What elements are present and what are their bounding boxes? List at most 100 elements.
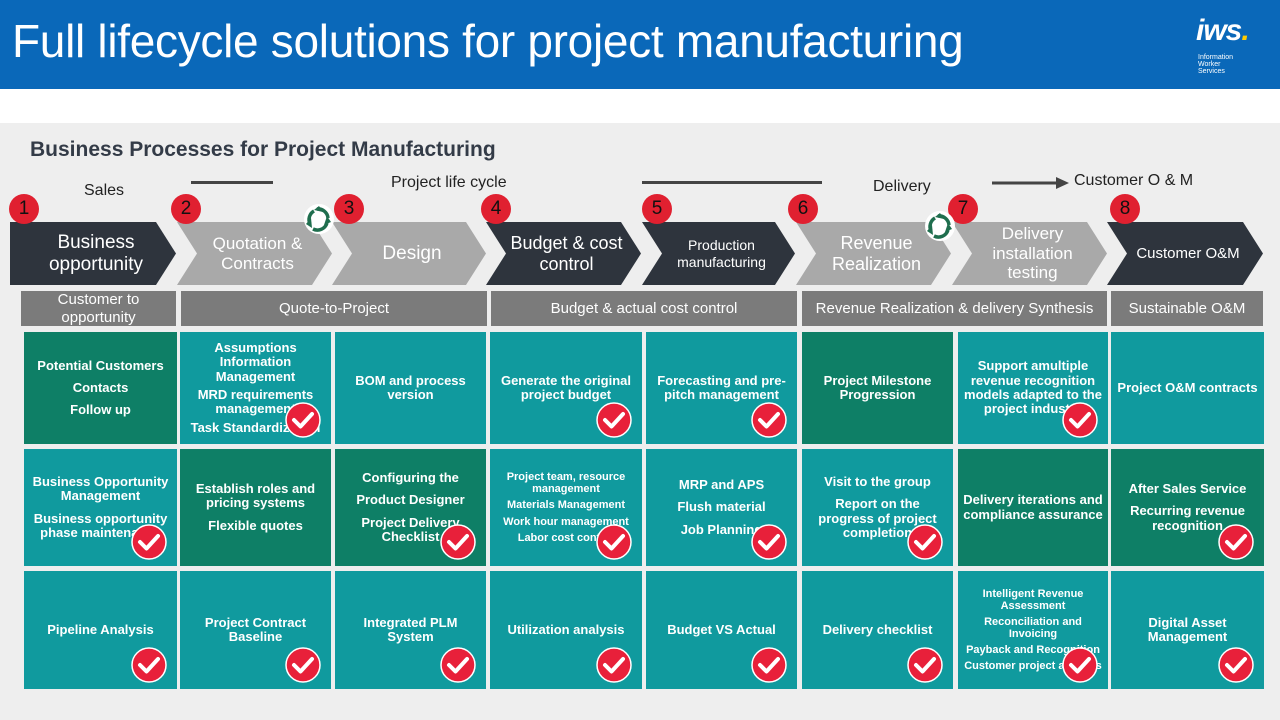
phase-divider-line bbox=[642, 181, 822, 184]
checkmark-icon bbox=[1218, 647, 1254, 683]
capability-text: Labor cost control bbox=[517, 531, 615, 544]
capability-text: Budget VS Actual bbox=[667, 621, 776, 637]
phase-label-customer-om: Customer O & M bbox=[1074, 172, 1194, 189]
step-number-badge: 6 bbox=[788, 194, 818, 224]
step-number-badge: 1 bbox=[9, 194, 39, 224]
chevron-step-5: Production manufacturing bbox=[642, 222, 795, 285]
chevron-step-label: Design bbox=[382, 242, 442, 264]
chevron-step-2: Quotation & Contracts bbox=[177, 222, 332, 285]
capability-text: Delivery iterations and compliance assur… bbox=[963, 492, 1103, 522]
capability-text: Payback and Recognition bbox=[966, 644, 1100, 657]
capability-text: Business opportunity phase maintenance bbox=[33, 510, 168, 540]
capability-text: Integrated PLM System bbox=[363, 614, 458, 644]
checkmark-icon bbox=[907, 524, 943, 560]
capability-text: Generate the original project budget bbox=[500, 372, 632, 402]
phase-label-lifecycle: Project life cycle bbox=[391, 174, 507, 191]
checkmark-icon bbox=[1062, 647, 1098, 683]
category-revenue-delivery: Revenue Realization & delivery Synthesis bbox=[802, 291, 1107, 326]
chevron-step-8: Customer O&M bbox=[1107, 222, 1263, 285]
capability-text: Project Contract Baseline bbox=[204, 614, 307, 644]
chevron-step-label: Production manufacturing bbox=[677, 237, 766, 270]
step-number-badge: 2 bbox=[171, 194, 201, 224]
capability-text: Visit to the group bbox=[824, 473, 931, 489]
capability-text: Support amultiple revenue recognition mo… bbox=[964, 358, 1102, 417]
category-quote-to-project: Quote-to-Project bbox=[181, 291, 487, 326]
capability-text: MRD requirements management bbox=[197, 387, 314, 417]
capability-text: Project Delivery Checklist bbox=[361, 514, 460, 544]
checkmark-icon bbox=[751, 402, 787, 438]
capability-text: Delivery checklist bbox=[822, 621, 933, 637]
capability-text: Business Opportunity Management bbox=[32, 473, 169, 504]
capability-text: Utilization analysis bbox=[507, 621, 625, 637]
checkmark-icon bbox=[131, 524, 167, 560]
checkmark-icon bbox=[285, 402, 321, 438]
capability-text: Contacts bbox=[72, 379, 129, 395]
checkmark-icon bbox=[440, 647, 476, 683]
checkmark-icon bbox=[751, 647, 787, 683]
category-customer-to-opportunity: Customer to opportunity bbox=[21, 291, 176, 326]
capability-text: Potential Customers bbox=[37, 357, 164, 373]
capability-text: Work hour management bbox=[503, 515, 629, 528]
capability-cell: Delivery iterations and compliance assur… bbox=[958, 449, 1108, 566]
chevron-step-4: Budget & cost control bbox=[486, 222, 641, 285]
capability-text: Establish roles and pricing systems bbox=[195, 481, 316, 511]
checkmark-icon bbox=[131, 647, 167, 683]
capability-cell: Project Contract Baseline bbox=[180, 571, 331, 689]
capability-text: Pipeline Analysis bbox=[47, 621, 154, 637]
capability-text: After Sales Service bbox=[1128, 481, 1247, 497]
capability-text: Project team, resource management bbox=[506, 471, 626, 496]
chevron-step-7: Delivery installation testing bbox=[952, 222, 1107, 285]
capability-text: Product Designer bbox=[356, 492, 465, 508]
capability-text: Job Planning bbox=[680, 521, 763, 537]
checkmark-icon bbox=[751, 524, 787, 560]
capability-text: Intelligent Revenue Assessment bbox=[982, 587, 1084, 612]
checkmark-icon bbox=[907, 647, 943, 683]
chevron-step-label: Quotation & Contracts bbox=[212, 233, 303, 273]
phase-label-sales: Sales bbox=[84, 182, 125, 199]
capability-text: Follow up bbox=[70, 402, 131, 418]
recycle-icon bbox=[304, 204, 334, 234]
capability-text: Forecasting and pre-pitch management bbox=[657, 372, 786, 402]
checkmark-icon bbox=[596, 402, 632, 438]
iws-logo: iws. Information Worker Services bbox=[1192, 14, 1272, 84]
checkmark-icon bbox=[285, 647, 321, 683]
step-number-badge: 4 bbox=[481, 194, 511, 224]
step-number-badge: 5 bbox=[642, 194, 672, 224]
checkmark-icon bbox=[1218, 524, 1254, 560]
capability-text: Flexible quotes bbox=[208, 517, 303, 533]
header-bar bbox=[0, 0, 1280, 89]
chevron-step-label: Budget & cost control bbox=[510, 232, 623, 274]
checkmark-icon bbox=[596, 647, 632, 683]
chevron-step-label: Delivery installation testing bbox=[992, 224, 1073, 283]
category-sustainable-om: Sustainable O&M bbox=[1111, 291, 1263, 326]
capability-text: BOM and process version bbox=[355, 372, 466, 402]
capability-text: Recurring revenue recognition bbox=[1130, 503, 1245, 533]
phase-divider-line bbox=[191, 181, 273, 184]
checkmark-icon bbox=[1062, 402, 1098, 438]
capability-text: Configuring the bbox=[362, 469, 459, 485]
chevron-step-label: Revenue Realization bbox=[831, 232, 922, 274]
phase-label-delivery: Delivery bbox=[873, 178, 931, 195]
chevron-step-label: Business opportunity bbox=[48, 231, 143, 275]
capability-cell: BOM and process version bbox=[335, 332, 486, 444]
capability-text: Materials Management bbox=[507, 499, 625, 512]
section-title: Business Processes for Project Manufactu… bbox=[30, 138, 496, 161]
checkmark-icon bbox=[440, 524, 476, 560]
capability-text: Project O&M contracts bbox=[1117, 379, 1258, 395]
chevron-step-3: Design bbox=[332, 222, 486, 285]
step-number-badge: 8 bbox=[1110, 194, 1140, 224]
capability-text: MRP and APS bbox=[678, 477, 765, 493]
chevron-step-1: Business opportunity bbox=[10, 222, 176, 285]
chevron-step-6: Revenue Realization bbox=[796, 222, 951, 285]
arrow-right-icon bbox=[992, 177, 1069, 189]
chevron-step-label: Customer O&M bbox=[1136, 244, 1240, 262]
logo-mark: iws. bbox=[1196, 14, 1250, 47]
logo-subtitle: Information Worker Services bbox=[1198, 54, 1234, 75]
capability-cell: Project O&M contracts bbox=[1111, 332, 1264, 444]
